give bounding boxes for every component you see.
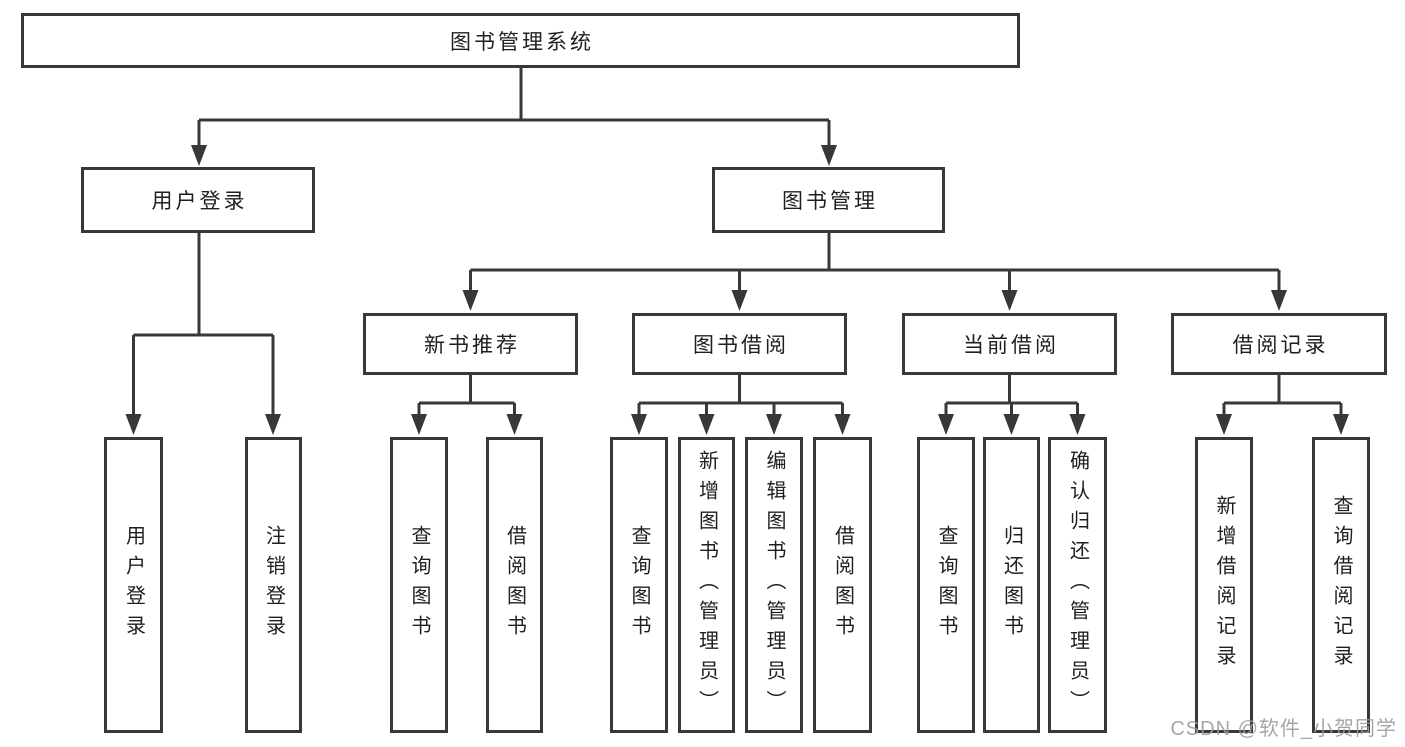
arrowhead-down-icon — [1333, 414, 1349, 435]
arrowhead-down-icon — [506, 414, 523, 435]
node-user-login-leaf: 用户登录 — [104, 437, 163, 733]
arrowhead-down-icon — [265, 414, 281, 435]
node-return-book: 归还图书 — [983, 437, 1040, 733]
node-book-mgmt: 图书管理 — [712, 167, 945, 233]
node-logout-leaf: 注销登录 — [245, 437, 302, 733]
node-current-borrow: 当前借阅 — [902, 313, 1117, 375]
node-label: 新增图书（管理员） — [695, 450, 718, 720]
node-label: 归还图书 — [1000, 525, 1023, 645]
arrowhead-down-icon — [938, 414, 954, 435]
node-add-borrow-record: 新增借阅记录 — [1195, 437, 1253, 733]
node-label: 查询借阅记录 — [1330, 495, 1352, 675]
arrowhead-down-icon — [766, 414, 782, 435]
node-label: 图书管理系统 — [450, 30, 594, 54]
node-borrow-records: 借阅记录 — [1171, 313, 1387, 375]
node-label: 图书借阅 — [693, 334, 789, 357]
node-label: 借阅记录 — [1232, 334, 1329, 357]
arrowhead-down-icon — [631, 414, 647, 435]
node-label: 查询图书 — [935, 525, 957, 645]
node-borrow-books-borrow: 借阅图书 — [813, 437, 872, 733]
node-label: 注销登录 — [262, 525, 285, 645]
node-add-book-admin: 新增图书（管理员） — [678, 437, 735, 733]
node-confirm-return-admin: 确认归还（管理员） — [1048, 437, 1107, 733]
node-root: 图书管理系统 — [21, 13, 1020, 68]
node-label: 新书推荐 — [424, 334, 520, 357]
arrowhead-down-icon — [411, 414, 427, 435]
node-edit-book-admin: 编辑图书（管理员） — [745, 437, 803, 733]
arrowhead-down-icon — [1271, 290, 1287, 311]
node-label: 借阅图书 — [503, 525, 526, 645]
arrowhead-down-icon — [1003, 414, 1020, 435]
node-label: 新增借阅记录 — [1213, 495, 1235, 675]
node-label: 查询图书 — [408, 525, 430, 645]
node-query-books-borrow: 查询图书 — [610, 437, 668, 733]
node-book-borrow: 图书借阅 — [632, 313, 847, 375]
arrowhead-down-icon — [125, 414, 142, 435]
node-label: 借阅图书 — [831, 525, 854, 645]
node-borrow-books-newrec: 借阅图书 — [486, 437, 543, 733]
arrowhead-down-icon — [821, 145, 837, 166]
arrowhead-down-icon — [191, 145, 207, 166]
arrowhead-down-icon — [462, 290, 479, 311]
arrowhead-down-icon — [1069, 414, 1086, 435]
node-label: 用户登录 — [151, 190, 248, 213]
node-new-book-rec: 新书推荐 — [363, 313, 578, 375]
node-query-books-current: 查询图书 — [917, 437, 975, 733]
node-label: 当前借阅 — [963, 334, 1059, 357]
node-query-books-newrec: 查询图书 — [390, 437, 448, 733]
arrowhead-down-icon — [834, 414, 851, 435]
arrowhead-down-icon — [1001, 290, 1018, 311]
arrowhead-down-icon — [731, 290, 748, 311]
node-user-login: 用户登录 — [81, 167, 315, 233]
node-label: 编辑图书（管理员） — [763, 450, 785, 720]
arrowhead-down-icon — [698, 414, 715, 435]
tree-connector-path — [132, 68, 1343, 421]
node-label: 用户登录 — [122, 525, 145, 645]
node-query-borrow-record: 查询借阅记录 — [1312, 437, 1370, 733]
node-label: 确认归还（管理员） — [1066, 450, 1089, 720]
node-label: 图书管理 — [782, 190, 878, 213]
node-label: 查询图书 — [628, 525, 650, 645]
arrowhead-down-icon — [1216, 414, 1232, 435]
